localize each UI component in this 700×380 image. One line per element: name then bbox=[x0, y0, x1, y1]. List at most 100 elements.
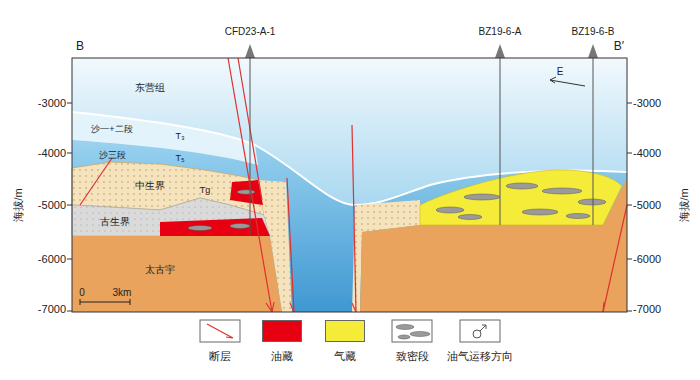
section-shape bbox=[72, 236, 282, 312]
section-shape bbox=[480, 325, 486, 331]
section-shape bbox=[250, 58, 593, 236]
stratum-name: 东营组 bbox=[135, 82, 165, 94]
scale-label: 3km bbox=[113, 287, 132, 299]
axis-tick-label: -3000 bbox=[38, 97, 66, 110]
section-shape bbox=[550, 77, 585, 86]
section-shape bbox=[237, 190, 255, 194]
well-name: BZ19-6-B bbox=[572, 26, 615, 38]
section-shape bbox=[436, 207, 464, 213]
legend-label: 致密段 bbox=[396, 350, 429, 363]
section-shape bbox=[352, 303, 356, 312]
section-shape bbox=[72, 112, 627, 205]
section-shape bbox=[578, 199, 606, 205]
section-shape bbox=[542, 188, 582, 194]
section-shape bbox=[627, 153, 632, 154]
section-shape bbox=[67, 205, 72, 206]
section-shape bbox=[250, 58, 251, 236]
section-shape bbox=[80, 158, 112, 205]
scale-label: 0 bbox=[79, 287, 85, 299]
stratum-name: 古生界 bbox=[100, 216, 130, 228]
section-shape bbox=[627, 205, 632, 206]
axis-tick-label: -6000 bbox=[633, 253, 661, 266]
section-shape bbox=[72, 58, 627, 312]
legend-label: 油藏 bbox=[271, 350, 293, 363]
section-shape bbox=[392, 320, 432, 342]
section-shape bbox=[266, 302, 274, 312]
legend-label: 断层 bbox=[209, 350, 231, 363]
section-shape bbox=[500, 58, 501, 225]
axis-tick-label: -6000 bbox=[38, 253, 66, 266]
section-shape bbox=[72, 198, 270, 236]
section-shape bbox=[67, 103, 632, 311]
axis-tick-label: -5000 bbox=[38, 199, 66, 212]
section-shape bbox=[420, 170, 622, 225]
section-shape bbox=[464, 194, 500, 200]
section-shape bbox=[67, 103, 72, 104]
axis-tick-label: -4000 bbox=[633, 147, 661, 160]
axis-tick-label: -4000 bbox=[38, 147, 66, 160]
section-shape bbox=[160, 218, 270, 236]
section-shape bbox=[67, 153, 72, 154]
axis-tick-label: -5000 bbox=[633, 199, 661, 212]
section-shape bbox=[72, 58, 627, 312]
section-shape bbox=[228, 58, 272, 312]
section-shape bbox=[207, 324, 233, 338]
stratum-name: 太古宇 bbox=[145, 264, 175, 276]
section-shape bbox=[588, 44, 598, 58]
section-shape bbox=[245, 44, 255, 58]
section-shape bbox=[627, 311, 632, 312]
well-name: BZ19-6-A bbox=[479, 26, 522, 38]
section-shape bbox=[460, 320, 500, 342]
axis-tick-label: -7000 bbox=[633, 303, 661, 316]
axis-title: 海拔/m bbox=[678, 188, 691, 222]
section-shape bbox=[603, 205, 627, 312]
section-shape bbox=[72, 112, 258, 165]
axis-title: 海拔/m bbox=[12, 188, 25, 222]
axis-tick-label: -3000 bbox=[633, 97, 661, 110]
section-shape bbox=[287, 178, 294, 312]
section-shape bbox=[258, 180, 292, 312]
section-shape bbox=[398, 335, 410, 339]
section-shape bbox=[473, 330, 481, 338]
section-shape bbox=[522, 209, 558, 215]
legend-label: 油气运移方向 bbox=[447, 350, 513, 363]
section-shape bbox=[566, 214, 590, 219]
section-shape bbox=[188, 190, 255, 231]
section-shape bbox=[245, 44, 598, 58]
section-shape bbox=[230, 180, 263, 205]
section-shape bbox=[67, 259, 72, 260]
section-shape bbox=[506, 183, 538, 189]
horizon-mark: T₃ bbox=[175, 131, 184, 141]
section-shape bbox=[230, 224, 250, 229]
section-shape bbox=[603, 302, 604, 312]
stratum-name: 中生界 bbox=[135, 180, 165, 192]
section-shape bbox=[80, 299, 130, 305]
section-shape bbox=[495, 44, 505, 58]
well-name: CFD23-A-1 bbox=[225, 26, 276, 38]
section-shape bbox=[200, 320, 240, 342]
section-end: B bbox=[76, 40, 84, 54]
legend-swatch bbox=[325, 320, 365, 342]
section-shape bbox=[80, 58, 627, 312]
legend-swatch bbox=[262, 320, 302, 342]
section-shape bbox=[593, 58, 594, 225]
section-shape bbox=[410, 332, 430, 337]
section-shape bbox=[458, 215, 482, 220]
section-shape bbox=[627, 259, 632, 260]
section-shape bbox=[627, 103, 632, 104]
section-shape bbox=[290, 303, 294, 312]
horizon-mark: Tg bbox=[200, 185, 211, 195]
section-shape bbox=[67, 311, 72, 312]
direction-mark: E bbox=[557, 66, 564, 78]
section-shape bbox=[396, 325, 414, 330]
section-end: B′ bbox=[614, 40, 624, 54]
section-shape bbox=[436, 183, 606, 220]
stratum-name: 沙一+二段 bbox=[91, 124, 132, 134]
section-shape bbox=[352, 125, 356, 312]
horizon-mark: T₅ bbox=[175, 153, 184, 163]
axis-tick-label: -7000 bbox=[38, 303, 66, 316]
section-shape bbox=[188, 226, 212, 231]
legend-label: 气藏 bbox=[334, 350, 356, 363]
stratum-name: 沙三段 bbox=[99, 150, 126, 160]
